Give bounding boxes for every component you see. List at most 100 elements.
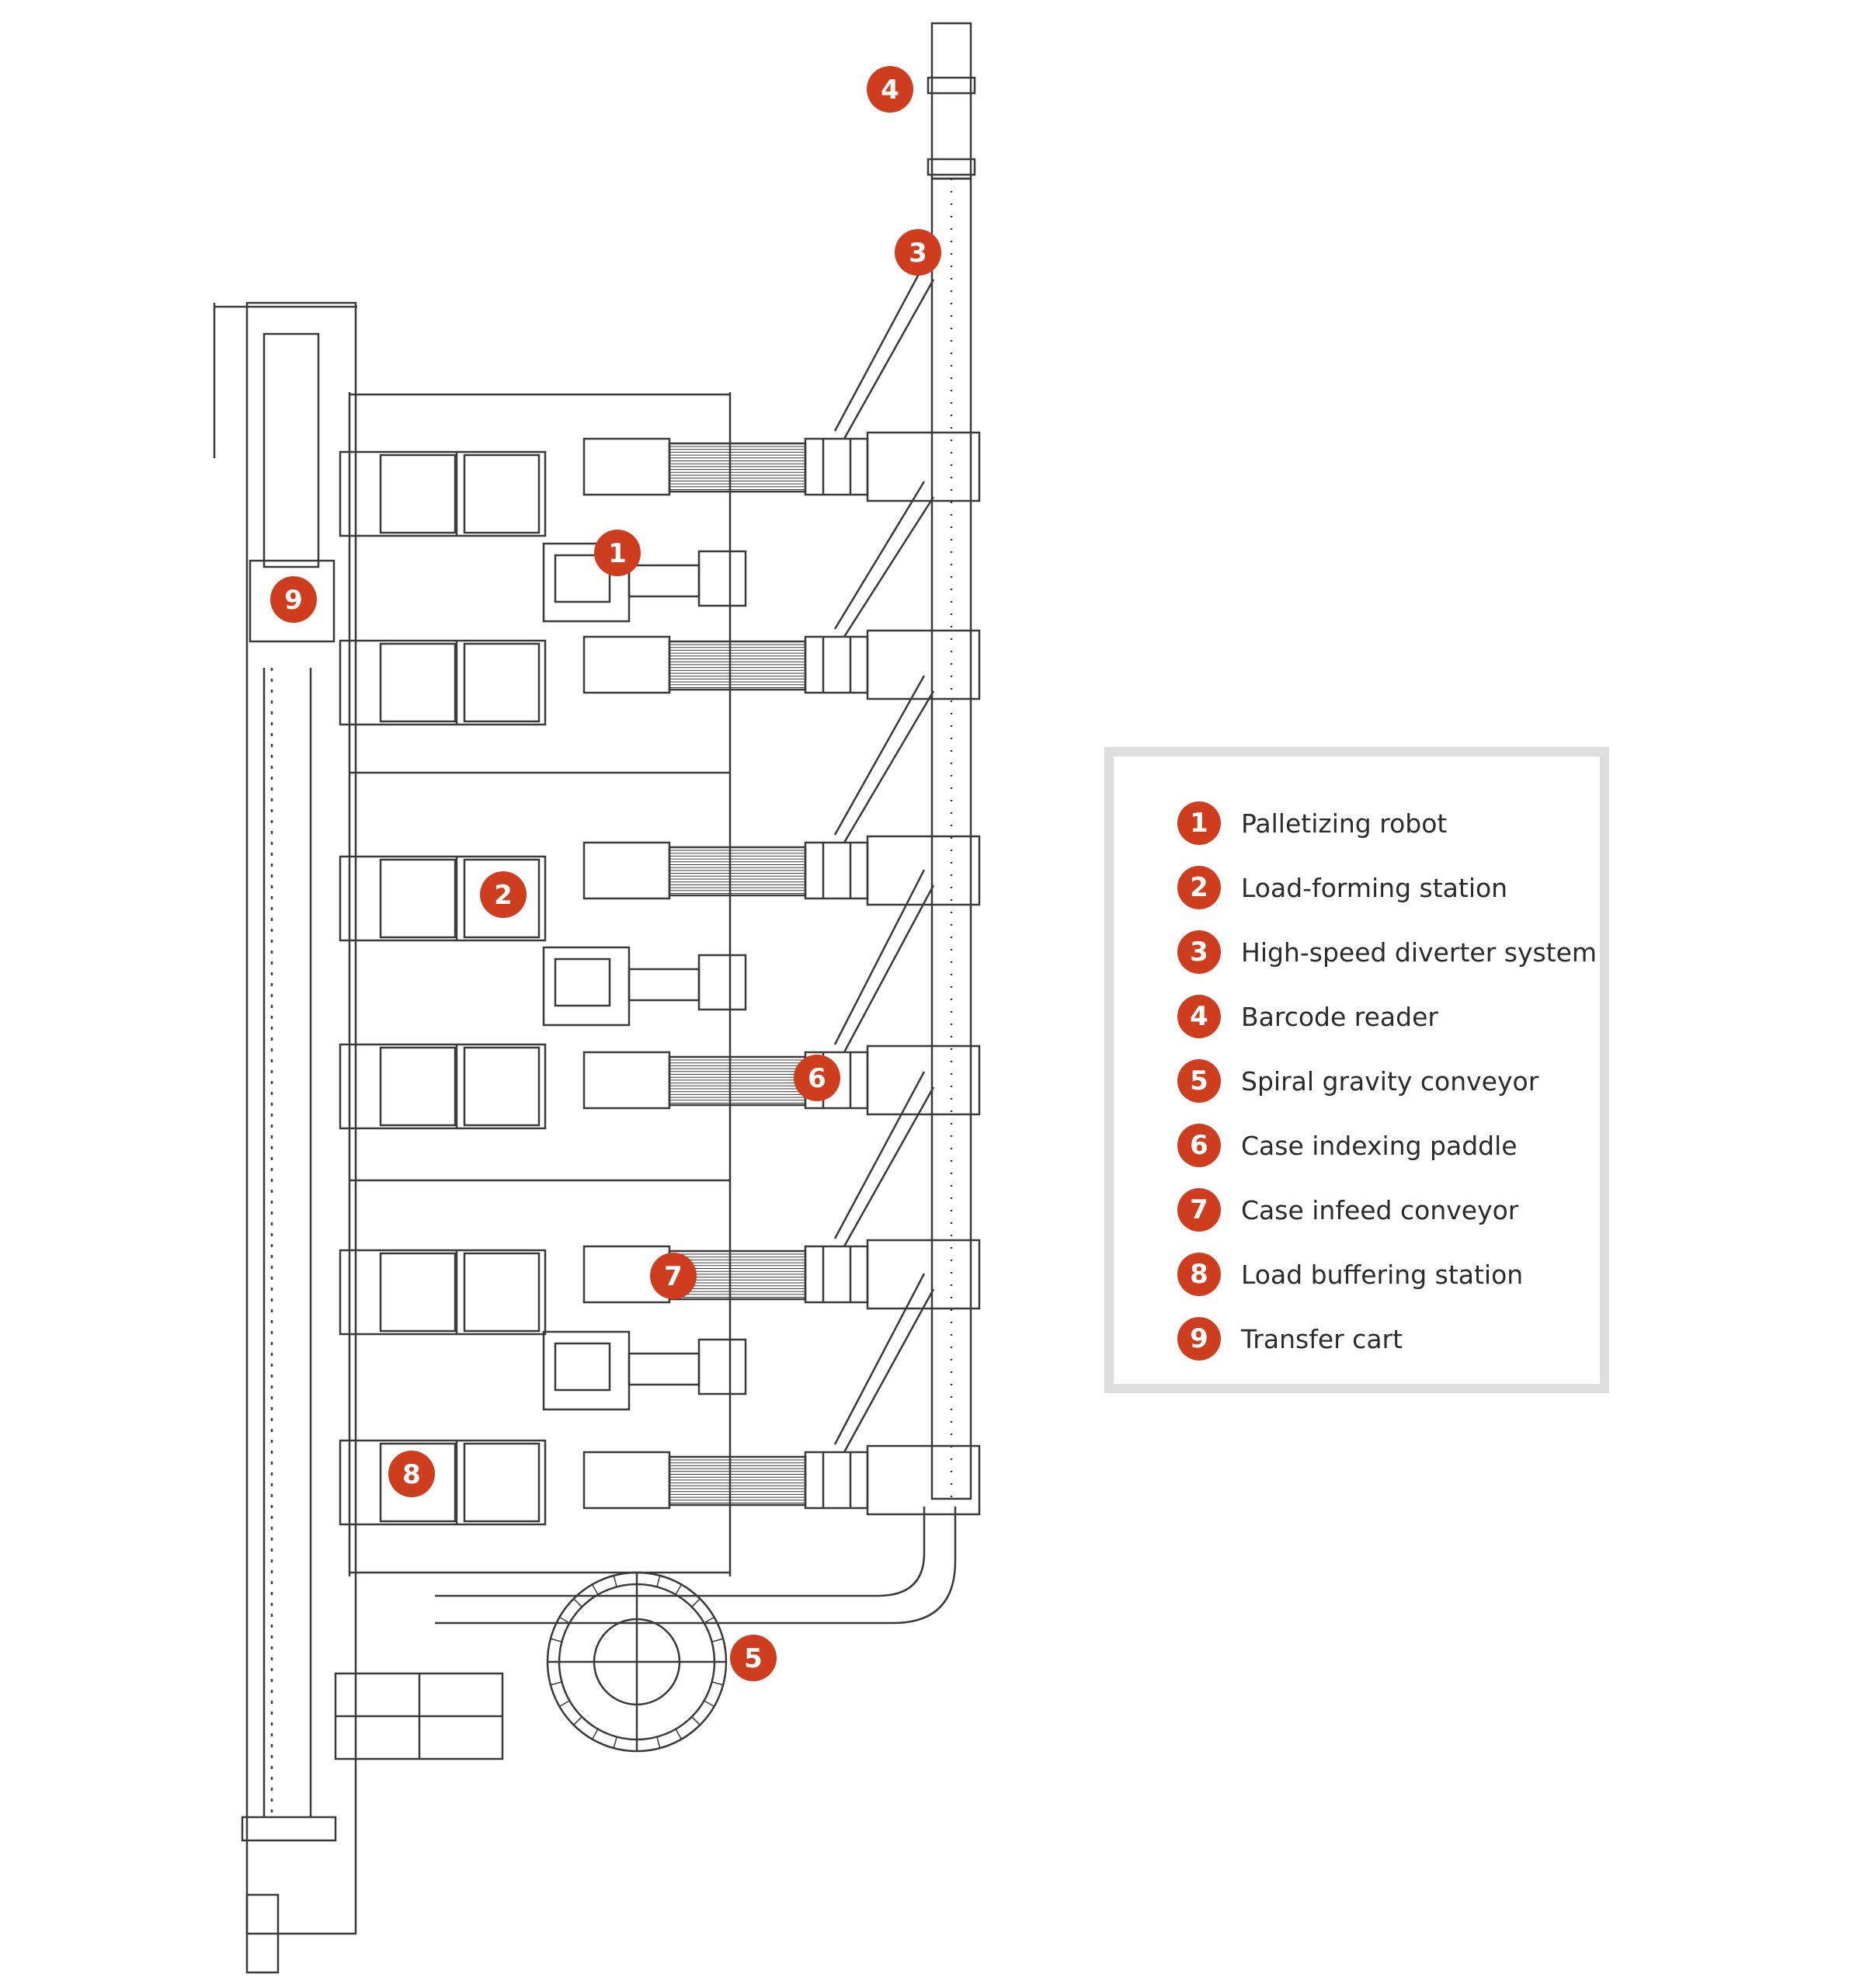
diverter-chute: [833, 869, 926, 1045]
robot-arm: [628, 1352, 701, 1386]
spiral-tick: [675, 1729, 683, 1740]
pallet-position: [379, 858, 457, 939]
diverter-chute: [833, 675, 926, 836]
case-indexing-paddle: [804, 437, 869, 496]
return-conveyor: [435, 1507, 957, 1625]
legend-item: 4 Barcode reader: [1177, 993, 1438, 1040]
legend-item: 9 Transfer cart: [1177, 1315, 1403, 1362]
conveyor-frame: [582, 841, 671, 900]
diverter-chute: [843, 1086, 935, 1247]
diverter-frame: [866, 431, 981, 502]
diverter-chute: [843, 1288, 935, 1453]
callout-8: 8: [388, 1451, 435, 1497]
spiral-tick: [613, 1736, 617, 1749]
return-conveyor: [435, 1507, 926, 1597]
legend-label: Case infeed conveyor: [1241, 1194, 1519, 1225]
pallet-position: [463, 642, 541, 723]
case-indexing-paddle: [804, 635, 869, 694]
legend-label: High-speed diverter system: [1241, 937, 1598, 968]
case-infeed-conveyor: [668, 640, 807, 691]
legend-item: 5 Spiral gravity conveyor: [1177, 1058, 1538, 1104]
transfer-cart: [249, 559, 336, 643]
rail-top-section: [262, 332, 320, 568]
spiral-tick: [656, 1575, 661, 1587]
callout-7: 7: [650, 1253, 697, 1299]
spiral-tick: [591, 1584, 599, 1595]
callout-number: 1: [608, 538, 627, 569]
pallet-position: [379, 642, 457, 723]
legend-badge: 6: [1177, 1124, 1221, 1167]
case-indexing-paddle: [804, 841, 869, 900]
rail-end-bracket: [245, 1893, 280, 1974]
load-station: [339, 1043, 547, 1130]
spiral-tick: [613, 1575, 617, 1587]
callout-number: 5: [744, 1643, 763, 1674]
spiral-tick: [573, 1716, 582, 1726]
callout-badge: [270, 576, 317, 623]
legend-item: 8 Load buffering station: [1177, 1251, 1523, 1298]
spiral-tick: [711, 1638, 724, 1642]
pallet-position: [379, 454, 457, 534]
load-station: [339, 450, 547, 537]
callout-5: 5: [730, 1635, 777, 1681]
legend-item: 6 Case indexing paddle: [1177, 1122, 1518, 1169]
transfer-cart-rail: [245, 301, 357, 1935]
robot-head: [697, 1338, 747, 1395]
rail-end: [241, 1816, 337, 1842]
spiral-tick: [711, 1681, 724, 1686]
callout-number: 4: [881, 75, 899, 106]
callout-9: 9: [270, 576, 317, 623]
callout-3: 3: [895, 229, 941, 276]
pallet-position: [379, 1252, 457, 1333]
spiral-tick: [573, 1598, 582, 1607]
robot-base: [554, 1342, 611, 1392]
pallet-position: [463, 1252, 541, 1333]
callout-badge: [480, 871, 527, 918]
diverter-chute: [843, 885, 935, 1053]
diverter-chute: [833, 1071, 926, 1239]
callout-badge: [895, 229, 941, 276]
load-station: [339, 1439, 547, 1526]
callout-6: 6: [794, 1055, 840, 1101]
legend-badge: 2: [1177, 866, 1221, 909]
callout-badge: [388, 1451, 435, 1497]
diverter-chute: [833, 263, 926, 432]
robot-base: [554, 554, 611, 603]
pallet-position: [463, 1046, 541, 1127]
callout-number: 3: [909, 238, 927, 269]
diverter-frame: [866, 1444, 981, 1516]
legend-label: Case indexing paddle: [1241, 1130, 1518, 1161]
pallet-position: [463, 1442, 541, 1523]
legend-badge: 1: [1177, 801, 1221, 845]
robot-head: [697, 954, 747, 1011]
barcode-section: [930, 22, 972, 180]
spiral-tick: [704, 1700, 714, 1708]
spiral-tick: [704, 1616, 714, 1624]
diverter-frame: [866, 629, 981, 700]
callout-badge: [730, 1635, 777, 1681]
callout-badge: [867, 66, 913, 113]
spiral-tick: [691, 1598, 701, 1607]
barcode-reader: [927, 158, 976, 176]
legend-badge: 8: [1177, 1253, 1221, 1296]
spiral-tick: [691, 1716, 701, 1726]
legend-panel: 1 Palletizing robot 2 Load-forming stati…: [1104, 747, 1609, 1393]
legend-label: Load buffering station: [1241, 1259, 1524, 1290]
conveyor-frame: [582, 437, 671, 496]
robot-base: [554, 958, 611, 1007]
case-infeed-conveyor: [668, 846, 807, 897]
spiral-tick: [675, 1584, 683, 1595]
diverter-chute: [843, 690, 935, 843]
legend-item: 3 High-speed diverter system: [1177, 929, 1597, 975]
callout-badge: [594, 530, 641, 576]
legend-label: Load-forming station: [1241, 872, 1508, 903]
pallet-position: [379, 1046, 457, 1127]
spiral-tick: [591, 1729, 599, 1740]
callout-number: 8: [402, 1459, 421, 1490]
spiral-tick: [559, 1616, 570, 1624]
callout-number: 9: [284, 585, 303, 616]
case-indexing-paddle: [804, 1451, 869, 1510]
conveyor-frame: [582, 635, 671, 694]
case-infeed-conveyor: [668, 442, 807, 493]
